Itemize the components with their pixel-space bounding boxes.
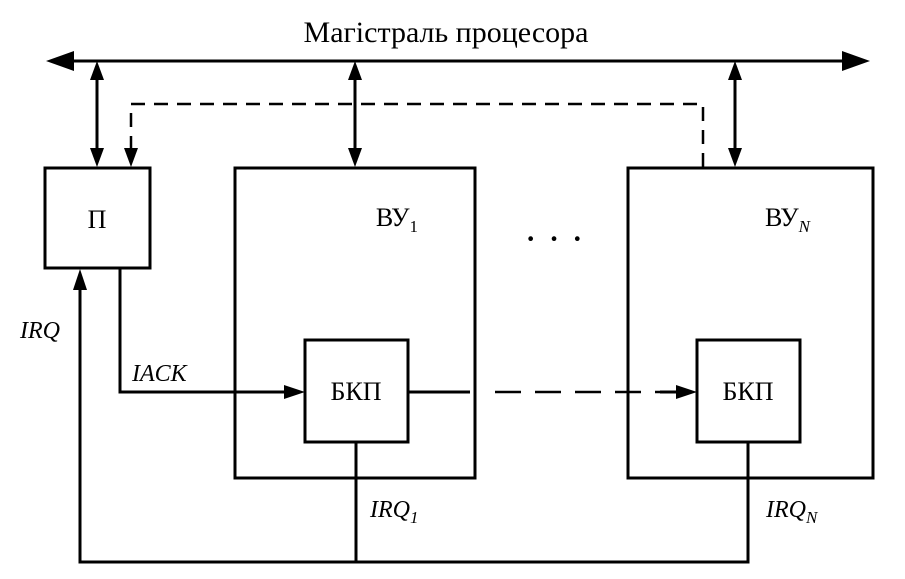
iack-line xyxy=(118,268,305,399)
daisy-chain-line xyxy=(408,385,697,399)
controller-1-label: БКП xyxy=(330,377,381,406)
bus-processor-link xyxy=(90,61,104,167)
device-1-name: ВУ xyxy=(376,203,410,232)
ellipsis: · · · xyxy=(524,216,584,261)
iack-label: IACK xyxy=(131,361,189,387)
controller-1-box xyxy=(303,338,410,444)
irq-n-subscript: N xyxy=(805,508,819,527)
bus-left-arrowhead xyxy=(46,51,74,71)
bus-right-arrowhead xyxy=(842,51,870,71)
irq-n-label: IRQN xyxy=(765,497,819,527)
irq-1-base: IRQ xyxy=(369,497,410,523)
bus-label: Магістраль процесора xyxy=(304,16,589,49)
device-n-label: ВУN xyxy=(765,203,812,236)
bus-device-n-link xyxy=(728,61,742,167)
irq-line xyxy=(73,269,750,564)
irq-1-label: IRQ1 xyxy=(369,497,418,527)
processor-box xyxy=(43,166,152,270)
irq-n-base: IRQ xyxy=(765,497,806,523)
irq-label: IRQ xyxy=(19,318,60,344)
irq-1-subscript: 1 xyxy=(410,508,419,527)
device-1-subscript: 1 xyxy=(410,217,419,236)
device-n-subscript: N xyxy=(798,217,812,236)
device-n-name: ВУ xyxy=(765,203,799,232)
controller-n-label: БКП xyxy=(722,377,773,406)
dashed-control-line xyxy=(124,102,705,167)
processor-label: П xyxy=(88,205,107,234)
bus-device-1-link xyxy=(348,61,362,167)
processor-bus xyxy=(46,51,870,71)
device-1-label: ВУ1 xyxy=(376,203,418,236)
